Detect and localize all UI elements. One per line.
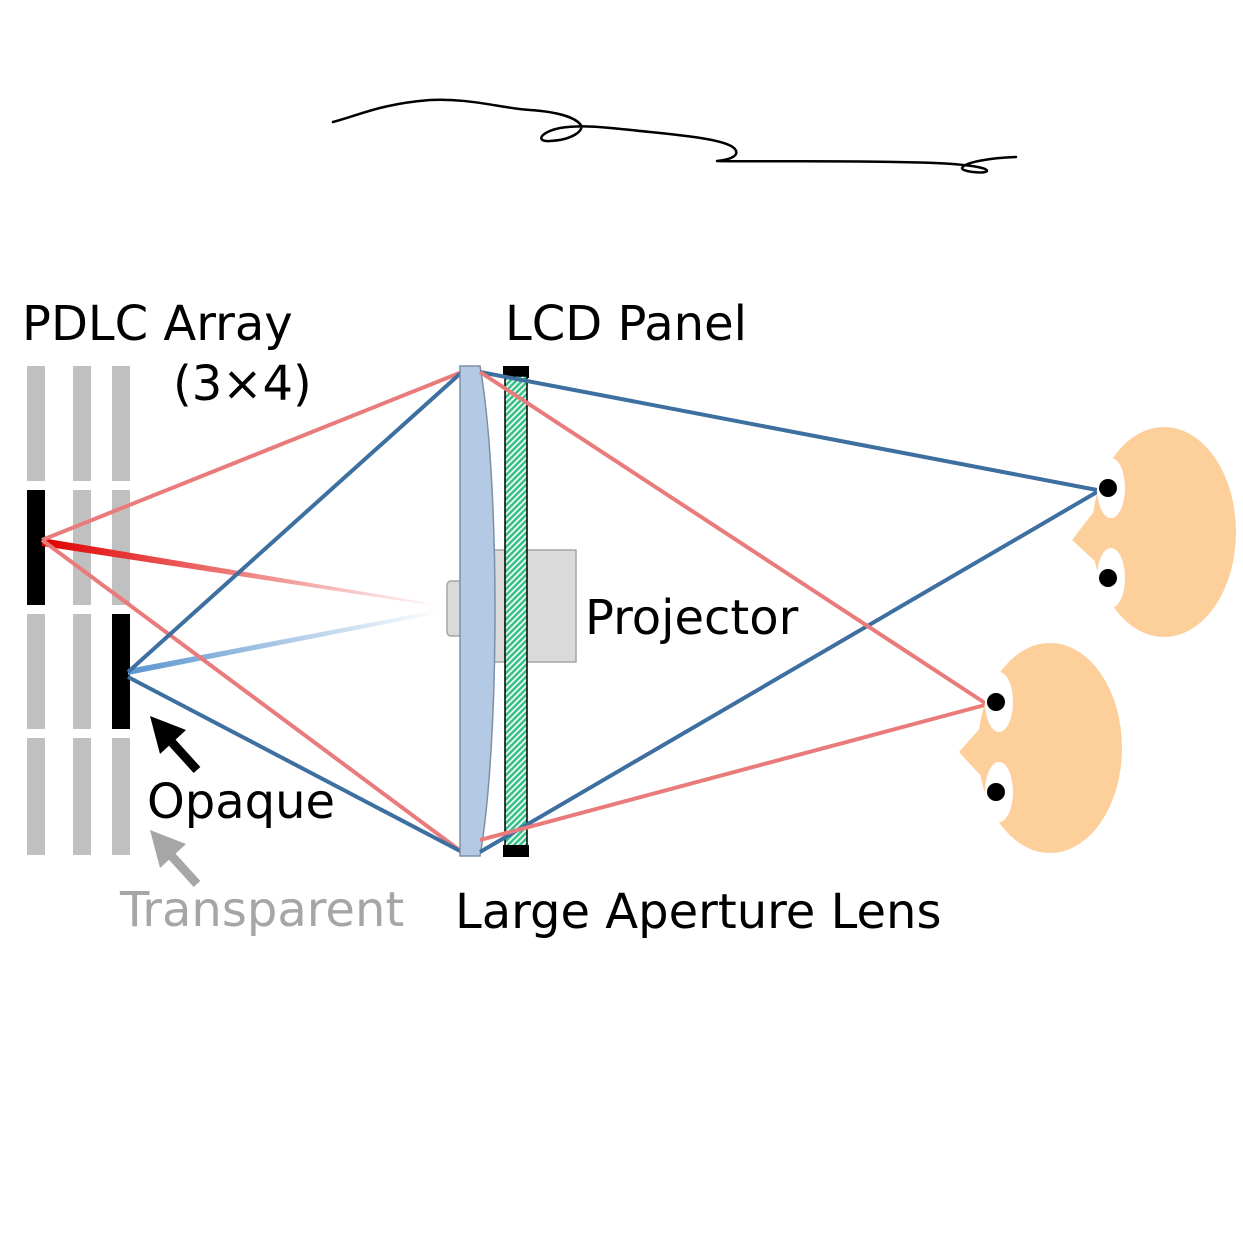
opaque-label: Opaque [147,774,335,830]
lens-label: Large Aperture Lens [455,884,941,940]
pdlc-array-label: PDLC Array [22,296,293,352]
projector-body [487,549,577,663]
viewer-face-icon [1072,427,1236,637]
lcd-panel-body [504,375,528,847]
lcd-panel [503,366,529,857]
projector-label: Projector [585,590,799,646]
pupil [1099,479,1117,497]
projector-beams [42,538,442,675]
pdlc-array [27,366,130,855]
large-aperture-lens [459,365,496,857]
pdlc-cell-opaque [27,490,45,605]
pdlc-cell [112,490,130,605]
red-ray [40,538,464,854]
blue-ray [127,675,463,854]
transparent-label: Transparent [119,882,404,938]
pdlc-grid-label: (3×4) [173,356,312,412]
pupil [987,693,1005,711]
blue-ray [126,370,464,674]
pdlc-cell [27,738,45,855]
red-ray [479,703,986,842]
pdlc-cell [27,614,45,729]
rays-left [40,370,464,854]
blue-ray [479,370,1098,492]
signature-scribble [331,98,1018,174]
pdlc-cell [112,738,130,855]
red-ray [478,370,987,705]
blue-ray [478,490,1099,854]
pupil [1099,569,1117,587]
blue-projection-beam [128,609,442,675]
opaque-arrow-icon [150,716,201,774]
pdlc-cell [73,614,91,729]
lcd-panel-cap-bottom [503,845,529,857]
lcd-panel-cap-top [503,366,529,378]
pdlc-cell [112,366,130,481]
rays-right [478,370,1099,854]
pdlc-cell-opaque [112,614,130,729]
transparent-arrow-icon [150,830,201,888]
red-projection-beam [42,538,442,607]
pdlc-cell [73,738,91,855]
pdlc-cell [73,366,91,481]
projector [446,549,577,663]
viewer-face-icon [959,643,1122,853]
pupil [987,783,1005,801]
red-ray [41,370,463,542]
lcd-panel-label: LCD Panel [505,296,747,352]
pdlc-cell [27,366,45,481]
